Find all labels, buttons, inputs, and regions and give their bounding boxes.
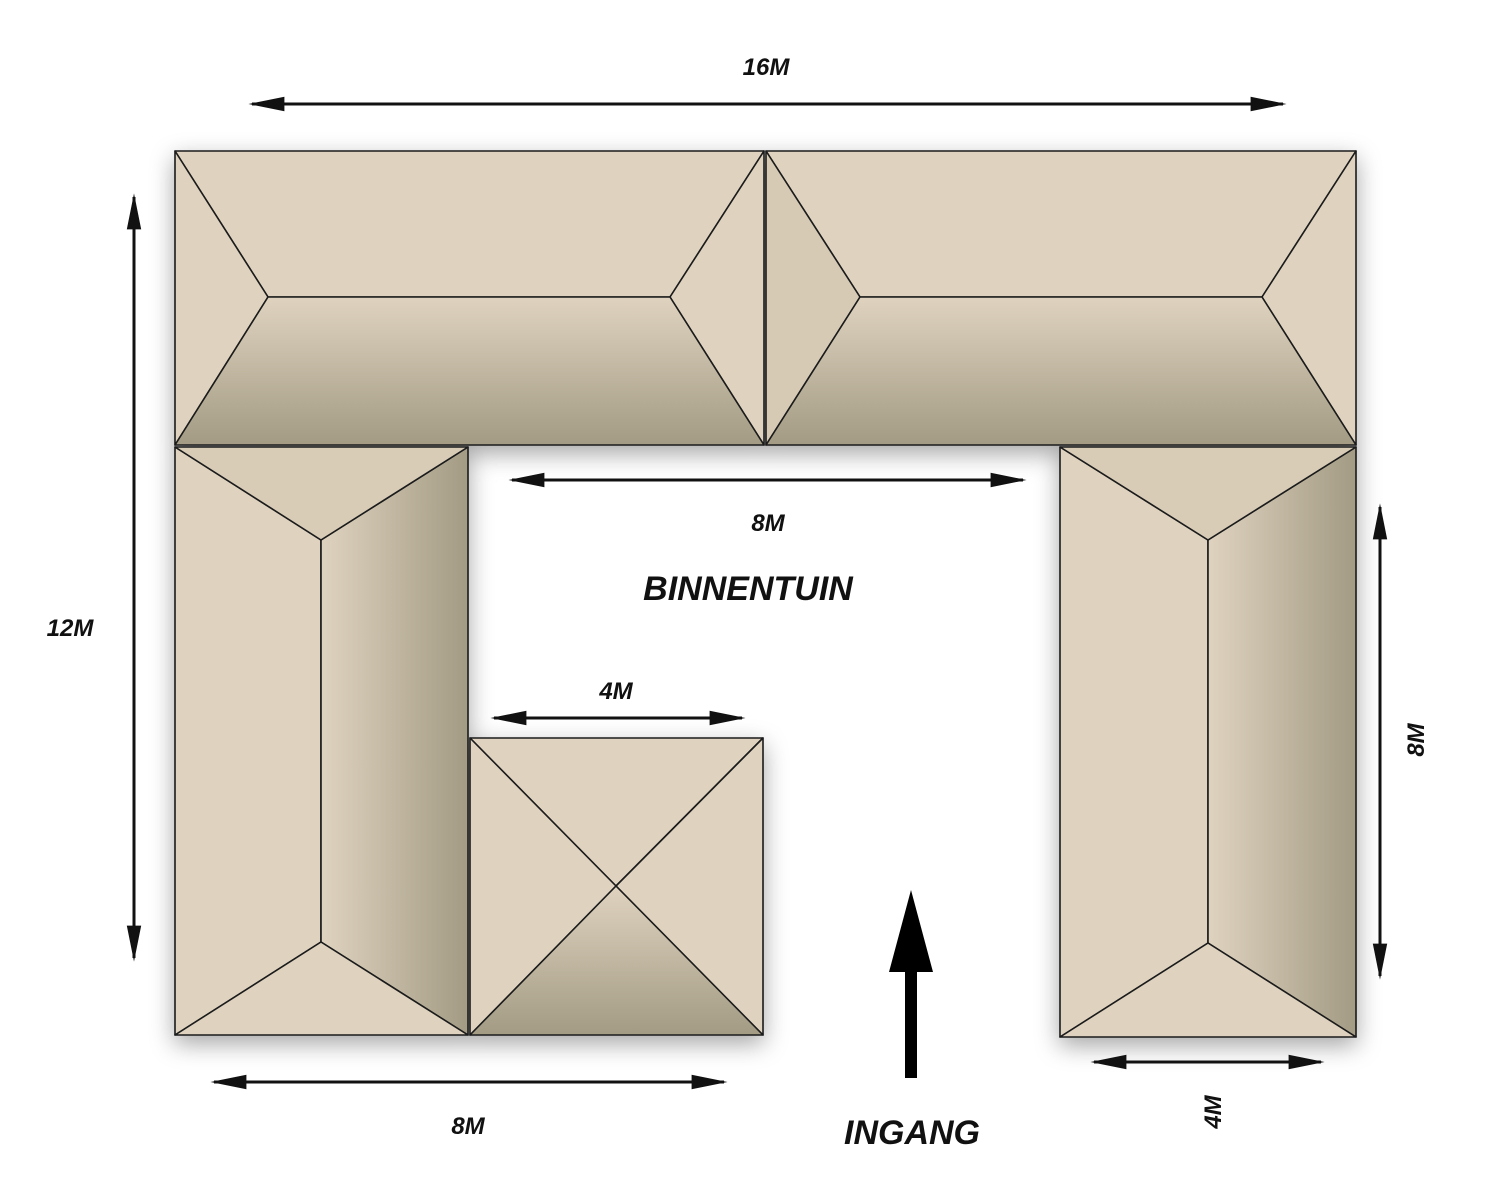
label-left-height: 12M <box>47 615 95 642</box>
label-inner-width: 8M <box>751 510 785 537</box>
entrance-arrow-icon <box>889 890 933 1078</box>
roof-square <box>469 737 764 1036</box>
label-bottom-left-width: 8M <box>451 1113 485 1140</box>
label-right-wing-width: 4M <box>1200 1094 1227 1129</box>
roof-left-wing <box>174 446 469 1036</box>
roof-right-wing <box>1059 446 1357 1038</box>
roof-top-right <box>765 150 1357 446</box>
label-courtyard: BINNENTUIN <box>643 570 854 608</box>
label-square-width: 4M <box>598 678 633 705</box>
roof-top-left <box>174 150 765 446</box>
buildings <box>174 150 1357 1038</box>
label-entrance: INGANG <box>844 1114 980 1152</box>
label-right-wing-length: 8M <box>1403 722 1430 756</box>
label-top-width: 16M <box>743 54 791 81</box>
